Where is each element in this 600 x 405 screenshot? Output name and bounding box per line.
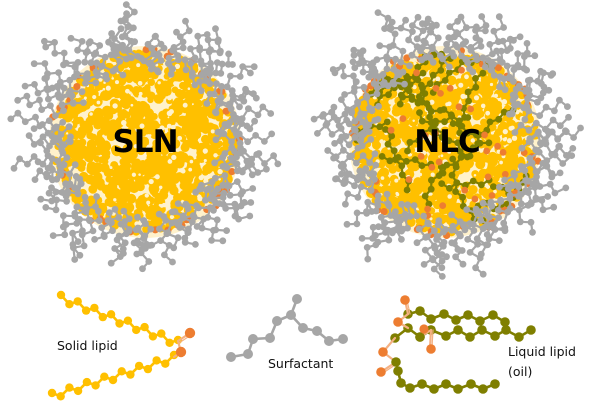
surfactant-label: Surfactant — [268, 354, 333, 374]
surfactant-molecule-icon — [226, 294, 348, 362]
sln-label: SLN — [112, 124, 177, 160]
liquid-lipid-label-line1: Liquid lipid — [508, 342, 576, 362]
solid-lipid-label: Solid lipid — [57, 336, 118, 356]
nlc-label: NLC — [414, 124, 479, 160]
liquid-lipid-label-line2: (oil) — [508, 362, 576, 382]
liquid-lipid-label: Liquid lipid (oil) — [508, 342, 576, 382]
